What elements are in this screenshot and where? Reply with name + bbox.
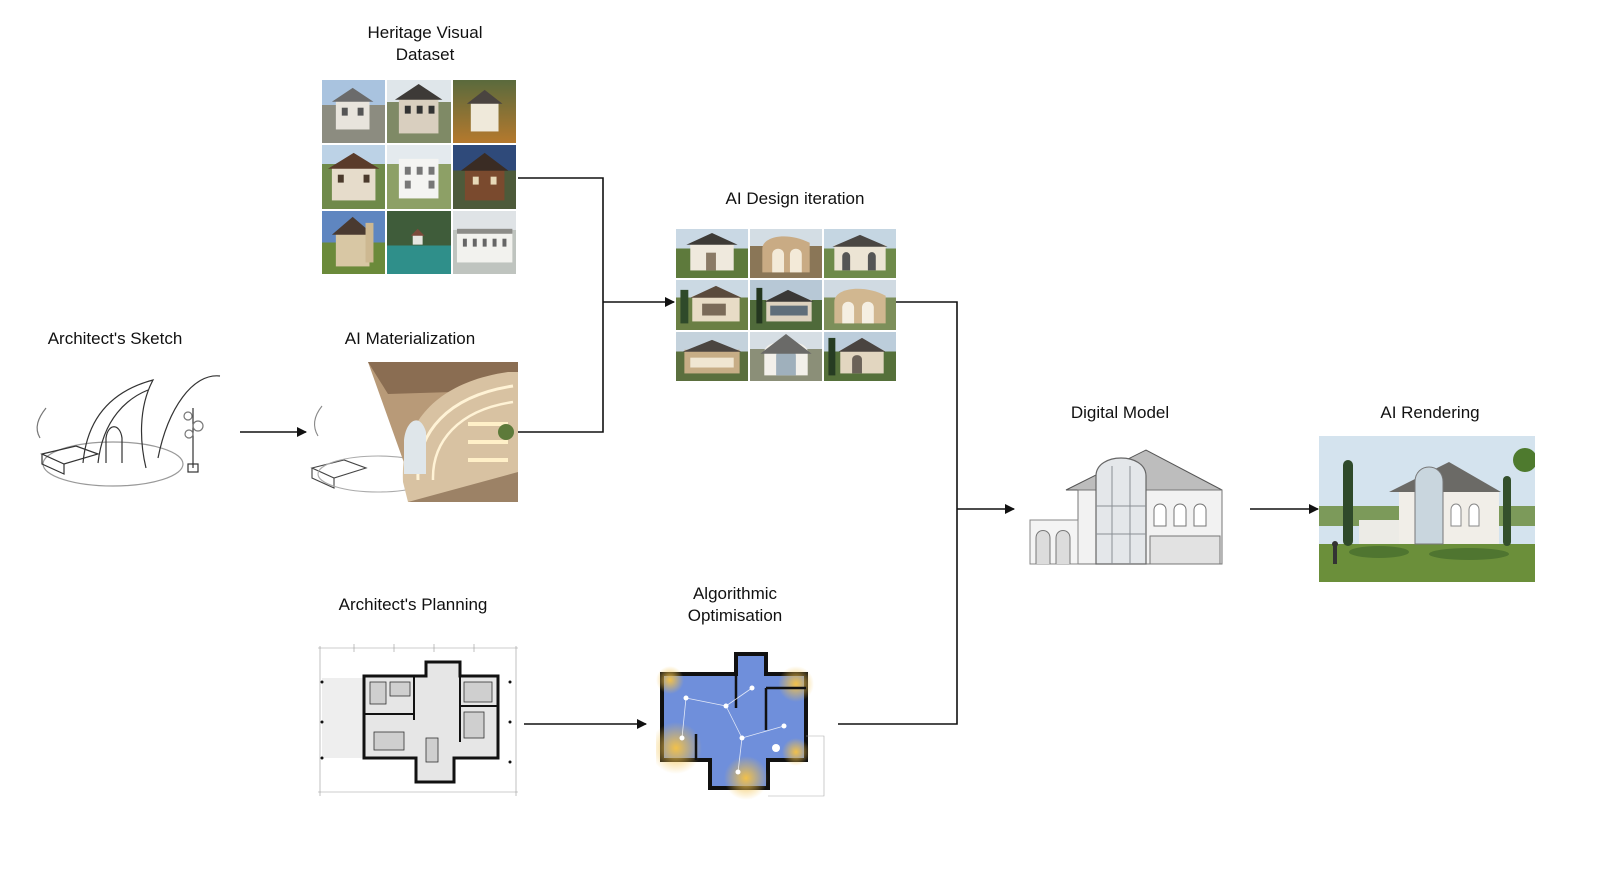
design-render — [750, 229, 822, 279]
design-render — [676, 331, 748, 381]
connector-materialization-to-merge — [518, 302, 604, 433]
heritage-dataset-label-line2: Dataset — [395, 45, 455, 64]
design-render — [750, 331, 822, 381]
heritage-photo — [322, 210, 386, 274]
design-render — [824, 280, 896, 330]
ai-design-iteration-label: AI Design iteration — [725, 189, 865, 208]
architects-sketch-image — [28, 368, 228, 496]
algorithmic-optimisation-label-line2: Optimisation — [687, 606, 783, 625]
ai-materialization-label: AI Materialization — [344, 329, 476, 348]
architects-planning-label: Architect's Planning — [338, 595, 488, 614]
design-render — [824, 229, 896, 279]
ai-rendering-label: AI Rendering — [1380, 403, 1480, 422]
ai-design-iteration-grid — [676, 229, 896, 381]
design-render — [676, 229, 748, 279]
heritage-dataset-label: Heritage Visual Dataset — [340, 22, 510, 66]
algorithmic-optimisation-label: Algorithmic Optimisation — [660, 583, 810, 627]
heritage-photo — [322, 80, 386, 144]
design-render — [676, 280, 748, 330]
connector-design-to-merge — [896, 301, 958, 509]
digital-model-image — [1026, 446, 1234, 568]
heritage-photo — [452, 80, 516, 144]
connector-optimisation-to-merge — [838, 509, 958, 725]
ai-rendering-image — [1319, 436, 1535, 582]
heritage-photo — [387, 210, 451, 274]
heritage-photo — [322, 145, 386, 209]
heritage-photo — [387, 80, 451, 144]
heritage-dataset-grid — [322, 80, 516, 274]
algorithmic-optimisation-label-line1: Algorithmic — [692, 584, 778, 603]
heritage-photo — [452, 145, 516, 209]
heritage-dataset-label-line1: Heritage Visual — [367, 23, 483, 42]
algorithmic-optimisation-image — [656, 648, 828, 800]
digital-model-label: Digital Model — [1070, 403, 1170, 422]
ai-materialization-image — [308, 362, 518, 502]
heritage-photo — [452, 210, 516, 274]
architects-planning-image — [314, 642, 522, 800]
connector-heritage-to-merge — [518, 177, 604, 302]
heritage-photo — [387, 145, 451, 209]
design-render — [750, 280, 822, 330]
design-render — [824, 331, 896, 381]
architects-sketch-label: Architect's Sketch — [47, 329, 183, 348]
